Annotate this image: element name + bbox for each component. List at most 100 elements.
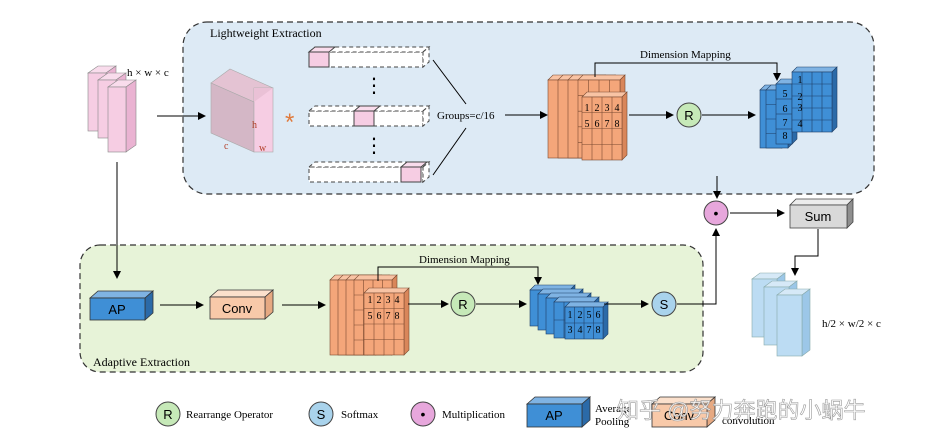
sum-label: Sum xyxy=(805,209,832,224)
grid-cell: 3 xyxy=(386,295,391,306)
blue-grid-labels-top: 1 2 3 4 5 6 7 8 xyxy=(783,75,803,142)
mapped-cell: 2 xyxy=(798,92,803,103)
feature-tensor xyxy=(210,68,274,153)
input-tensor xyxy=(87,65,137,153)
mapped-cell: 5 xyxy=(587,310,592,321)
ap-label: AP xyxy=(108,302,125,317)
mapped-cell: 3 xyxy=(568,325,573,336)
mapped-cell: 7 xyxy=(783,118,788,129)
block-side xyxy=(602,301,609,340)
mapped-cell: 6 xyxy=(783,104,788,115)
softmax-circle: S xyxy=(651,291,677,317)
lightweight-title: Lightweight Extraction xyxy=(210,26,322,40)
orange-grid-top: 1 2 3 4 5 6 7 8 xyxy=(585,103,620,130)
blue-grid-bottom: 1 2 5 6 3 4 7 8 xyxy=(568,310,601,336)
blue-stack-top xyxy=(759,66,838,149)
mapped-cell: 8 xyxy=(596,325,601,336)
mapped-cell: 4 xyxy=(798,119,803,130)
groups-line-bottom xyxy=(432,127,467,176)
mapped-cell: 8 xyxy=(783,131,788,142)
grid-cell: 8 xyxy=(395,311,400,322)
block-top xyxy=(581,91,628,98)
grid-cell: 5 xyxy=(368,311,373,322)
rearrange-symbol: R xyxy=(684,108,693,123)
groups-line-top xyxy=(432,59,467,105)
legend-ap-label-1: Average xyxy=(595,403,632,415)
kernel-bar-bottom xyxy=(307,160,431,184)
grid-cell: 4 xyxy=(615,103,620,114)
legend-ap-label-2: Pooling xyxy=(595,416,630,428)
groups-label: Groups=c/16 xyxy=(437,110,495,122)
vdots-1: ⋮ xyxy=(364,75,384,97)
grid-cell: 4 xyxy=(395,295,400,306)
watermark: 知乎 @努力奔跑的小蜗牛 xyxy=(617,398,865,423)
rearrange-circle-top: R xyxy=(676,102,702,128)
tensor-w-label: w xyxy=(259,143,267,154)
block-side xyxy=(831,66,838,133)
arrow-sum-to-output xyxy=(791,229,819,276)
blue-stack-bottom xyxy=(529,284,609,340)
conv-label: Conv xyxy=(222,301,253,316)
mapped-cell: 3 xyxy=(798,103,803,114)
legend-conv-symbol: Conv xyxy=(664,408,695,423)
mapped-cell: 2 xyxy=(578,310,583,321)
legend-r-label: Rearrange Operator xyxy=(186,409,273,421)
block-side xyxy=(621,91,628,161)
rearrange-circle-bottom: R xyxy=(450,291,476,317)
multiplication-circle: • xyxy=(703,200,729,226)
tensor-h-label: h xyxy=(252,120,257,131)
grid-cell: 3 xyxy=(605,103,610,114)
mapped-cell: 1 xyxy=(568,310,573,321)
grid-cell: 5 xyxy=(585,119,590,130)
multiplication-symbol: • xyxy=(714,205,719,221)
mapped-cell: 6 xyxy=(596,310,601,321)
conv-box: Conv xyxy=(208,289,275,320)
legend-s-label: Softmax xyxy=(341,409,379,421)
mapped-cell: 5 xyxy=(783,89,788,100)
softmax-symbol: S xyxy=(660,297,669,312)
legend: R Rearrange Operator S Softmax • Multipl… xyxy=(155,396,775,428)
orange-stack-bottom xyxy=(329,274,410,356)
legend-m-label: Multiplication xyxy=(442,409,505,421)
grid-cell: 2 xyxy=(377,295,382,306)
output-dims-label: h/2 × w/2 × c xyxy=(822,318,881,330)
grid-cell: 6 xyxy=(595,119,600,130)
vdots-2: ⋮ xyxy=(364,135,384,157)
ap-box: AP xyxy=(88,290,155,321)
kernel-bar-top xyxy=(307,45,431,69)
orange-grid-bottom: 1 2 3 4 5 6 7 8 xyxy=(368,295,400,322)
convolution-star: * xyxy=(285,109,294,136)
tensor-c-label: c xyxy=(224,141,229,152)
dim-mapping-label-top: Dimension Mapping xyxy=(640,49,731,61)
block-top xyxy=(564,301,609,308)
legend-r-symbol: R xyxy=(163,407,172,422)
output-tensor xyxy=(751,272,811,357)
block-side xyxy=(403,287,410,356)
grid-cell: 1 xyxy=(368,295,373,306)
dim-mapping-arrow-top xyxy=(594,62,781,81)
adaptive-title: Adaptive Extraction xyxy=(93,355,190,369)
input-dims-label: h × w × c xyxy=(127,67,169,79)
grid-cell: 7 xyxy=(386,311,391,322)
grid-cell: 6 xyxy=(377,311,382,322)
block-top xyxy=(363,287,410,294)
block-top xyxy=(791,66,838,73)
grid-cell: 7 xyxy=(605,119,610,130)
legend-s-symbol: S xyxy=(317,407,326,422)
legend-conv-label: convolution xyxy=(722,415,775,427)
grid-cell: 8 xyxy=(615,119,620,130)
block-top xyxy=(353,274,398,281)
arrow-s-to-mult xyxy=(677,228,720,305)
kernel-bar-middle xyxy=(307,104,431,128)
mapped-cell: 7 xyxy=(587,325,592,336)
legend-m-symbol: • xyxy=(421,406,426,422)
orange-stack-top xyxy=(547,74,628,161)
dim-mapping-arrow-bottom xyxy=(377,266,542,285)
dim-mapping-label-bottom: Dimension Mapping xyxy=(419,254,510,266)
block-top xyxy=(577,74,626,81)
block-top xyxy=(553,296,600,303)
mapped-cell: 1 xyxy=(798,75,803,86)
legend-ap-symbol: AP xyxy=(545,408,562,423)
rearrange-symbol: R xyxy=(458,297,467,312)
